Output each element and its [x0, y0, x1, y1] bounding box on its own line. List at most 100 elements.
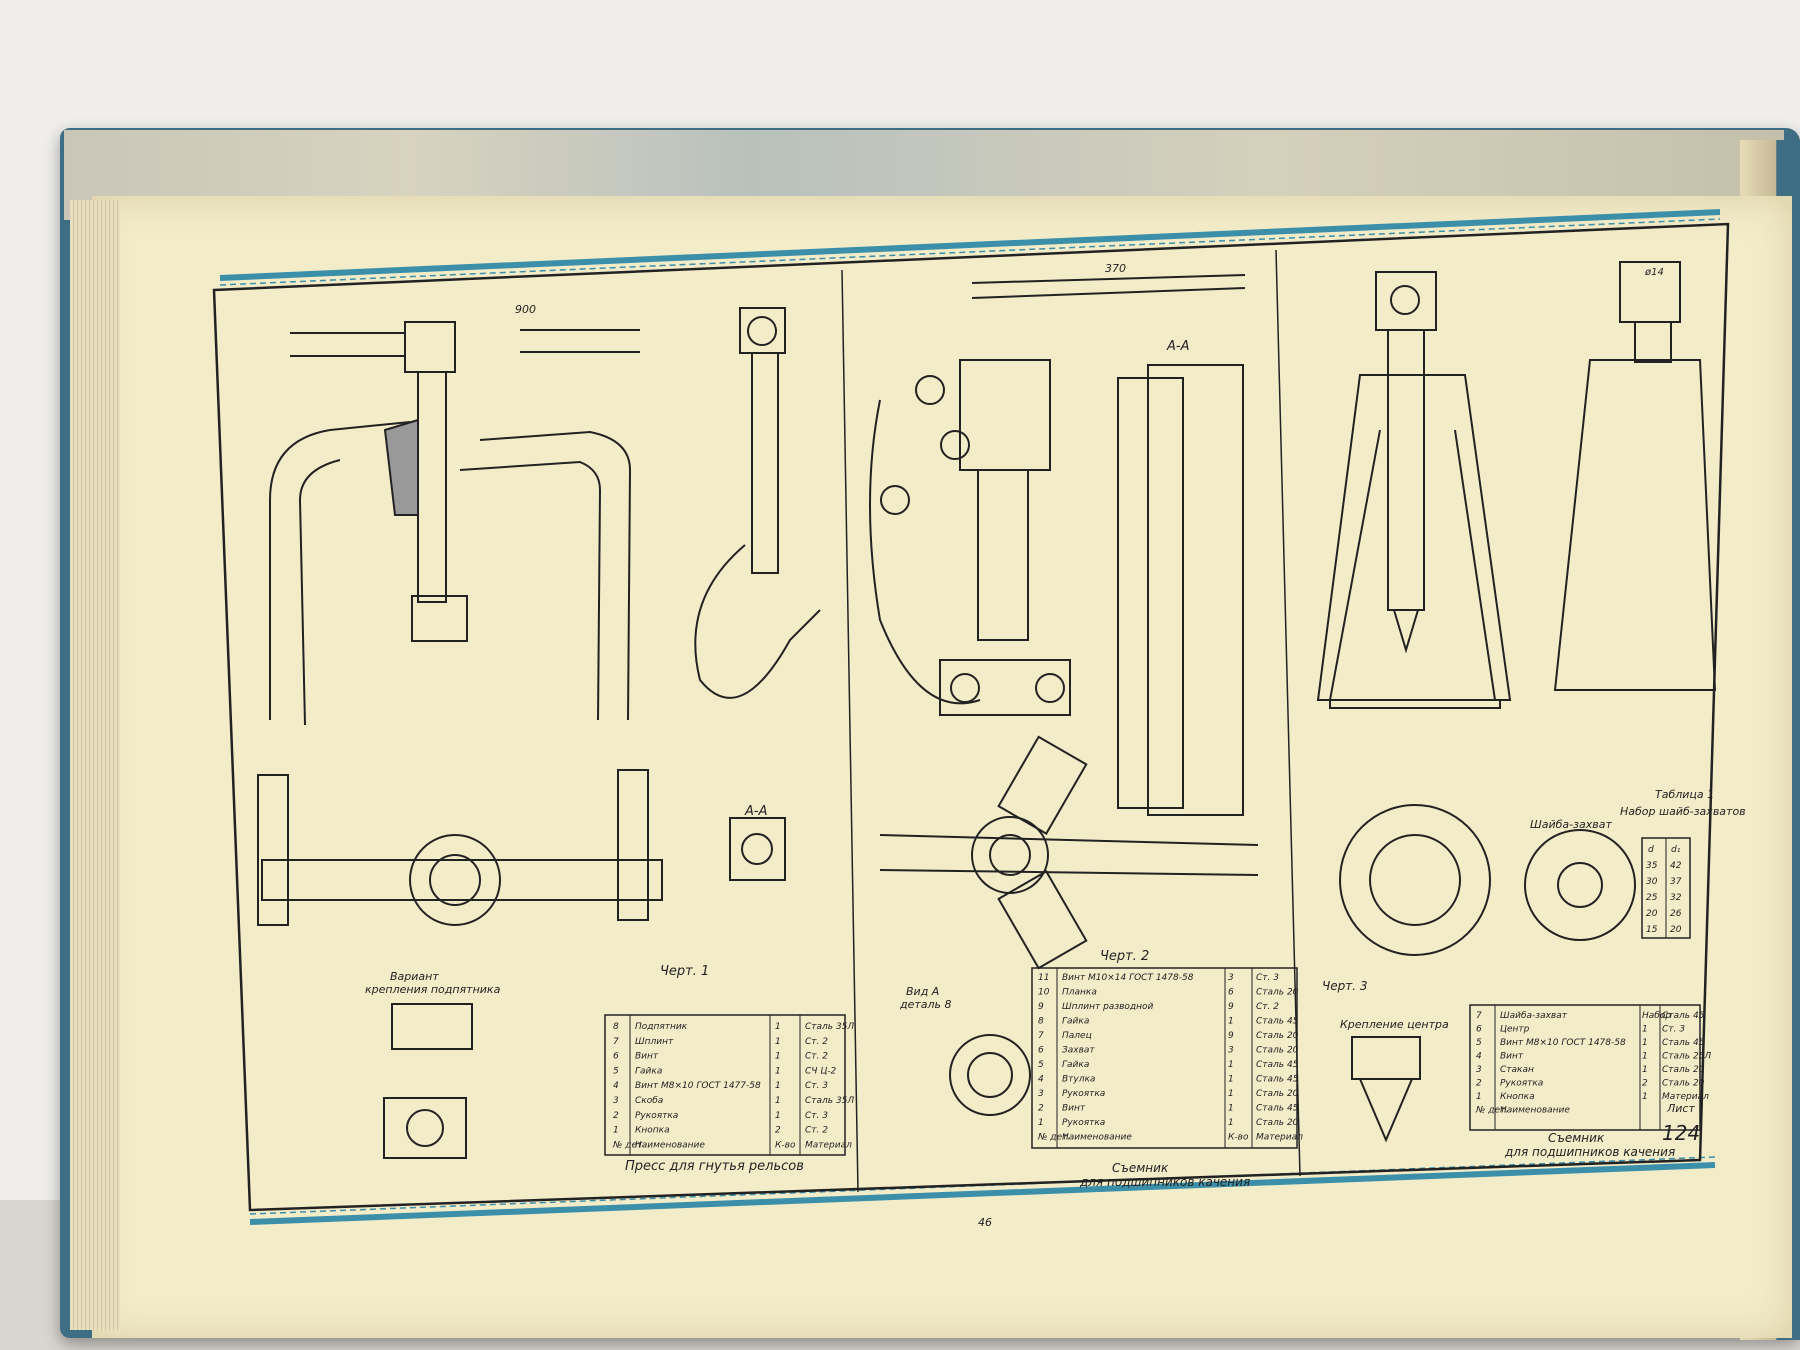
washer-size-table — [1641, 837, 1691, 939]
parts1-name: Рукоятка — [635, 1111, 678, 1121]
set-label: Набор шайб-захватов — [1620, 805, 1746, 818]
parts2-qty: 3 — [1228, 973, 1234, 983]
parts2-name: Втулка — [1062, 1075, 1095, 1085]
parts2-no: 2 — [1038, 1104, 1044, 1114]
parts2-qty: 1 — [1228, 1075, 1234, 1085]
parts1-qty: 1 — [775, 1037, 781, 1047]
parts2-material: Сталь 20 — [1256, 1089, 1299, 1099]
parts2-material: Сталь 45 — [1256, 1060, 1299, 1070]
washer-col-d1: d₁ — [1671, 845, 1681, 855]
parts3-material: Материал — [1662, 1092, 1709, 1102]
parts3-no: № дет. — [1475, 1106, 1508, 1116]
parts1-qty: 2 — [775, 1126, 781, 1136]
parts1-qty: 1 — [775, 1111, 781, 1121]
parts1-material: Ст. 2 — [805, 1126, 828, 1136]
parts3-qty: 1 — [1642, 1065, 1648, 1075]
parts2-no: 10 — [1038, 988, 1050, 998]
parts3-material: Сталь 45 — [1662, 1038, 1705, 1048]
parts3-qty: 1 — [1642, 1052, 1648, 1062]
parts2-material: Материал — [1256, 1133, 1303, 1143]
parts2-name: Винт — [1062, 1104, 1086, 1114]
book-page — [92, 196, 1792, 1338]
drawing-2-caption-1: Съемник — [1112, 1161, 1169, 1175]
section-label-1: А-А — [744, 804, 767, 819]
drawing-2-parts-table — [1031, 967, 1298, 1149]
parts3-no: 5 — [1476, 1038, 1482, 1048]
parts2-name: Планка — [1062, 988, 1097, 998]
parts1-material: Ст. 2 — [805, 1052, 828, 1062]
drawing-2-title: Черт. 2 — [1100, 949, 1149, 964]
parts2-qty: 9 — [1228, 1002, 1234, 1012]
parts2-material: Сталь 20 — [1256, 988, 1299, 998]
parts1-name: Кнопка — [635, 1126, 670, 1136]
page-number: 46 — [978, 1216, 992, 1229]
sheet-label: Лист — [1666, 1102, 1695, 1115]
parts3-no: 3 — [1476, 1065, 1482, 1075]
parts1-material: Сталь 35Л — [805, 1022, 854, 1032]
parts2-name: Захват — [1062, 1046, 1095, 1056]
parts3-material: Ст. 3 — [1662, 1025, 1685, 1035]
drawing-1-caption: Пресс для гнутья рельсов — [625, 1159, 804, 1174]
parts3-no: 1 — [1476, 1092, 1482, 1102]
parts3-qty: 1 — [1642, 1092, 1648, 1102]
washer-col-d: d — [1648, 845, 1654, 855]
parts1-no: 8 — [613, 1022, 619, 1032]
parts2-qty: 3 — [1228, 1046, 1234, 1056]
washer-d1-value: 42 — [1670, 861, 1682, 871]
parts1-material: Материал — [805, 1140, 852, 1150]
washer-label: Шайба-захват — [1530, 818, 1612, 831]
drawing-3-puller — [1316, 261, 1717, 1143]
parts3-name: Шайба-захват — [1500, 1011, 1568, 1021]
parts2-qty: 1 — [1228, 1089, 1234, 1099]
parts1-name: Наименование — [635, 1140, 705, 1150]
parts3-material: Сталь 25Л — [1662, 1052, 1711, 1062]
parts1-no: 5 — [613, 1066, 619, 1076]
parts1-no: 7 — [613, 1037, 619, 1047]
sheet-number: 124 — [1662, 1121, 1700, 1145]
drawing-frame — [212, 222, 1730, 1212]
drawing-1-parts-table — [604, 1014, 846, 1156]
view-label-1: Вид А — [906, 985, 939, 998]
parts2-name: Гайка — [1062, 1060, 1089, 1070]
parts1-no: 3 — [613, 1096, 619, 1106]
parts1-no: 1 — [613, 1126, 619, 1136]
dim-d14: ø14 — [1644, 267, 1664, 278]
washer-d1-value: 37 — [1670, 877, 1682, 887]
parts1-name: Винт — [635, 1052, 659, 1062]
parts3-material: Сталь 20 — [1662, 1065, 1705, 1075]
parts3-name: Стакан — [1500, 1065, 1534, 1075]
parts3-name: Кнопка — [1500, 1092, 1535, 1102]
parts2-qty: 9 — [1228, 1031, 1234, 1041]
parts1-no: 4 — [613, 1081, 619, 1091]
parts2-qty: 1 — [1228, 1118, 1234, 1128]
parts2-name: Шплинт разводной — [1062, 1002, 1154, 1012]
parts2-qty: 1 — [1228, 1104, 1234, 1114]
parts2-no: 8 — [1038, 1017, 1044, 1027]
parts1-material: Сталь 35Л — [805, 1096, 854, 1106]
parts2-material: Ст. 3 — [1256, 973, 1279, 983]
parts1-no: 2 — [613, 1111, 619, 1121]
washer-d-value: 35 — [1646, 861, 1658, 871]
parts2-name: Наименование — [1062, 1133, 1132, 1143]
parts2-no: 5 — [1038, 1060, 1044, 1070]
drawing-3-parts-table — [1469, 1004, 1701, 1131]
drawing-1-press — [257, 307, 821, 1159]
dim-900: 900 — [515, 303, 536, 316]
parts3-material: Сталь 45 — [1662, 1011, 1705, 1021]
parts1-material: Ст. 2 — [805, 1037, 828, 1047]
parts2-material: Сталь 45 — [1256, 1104, 1299, 1114]
parts1-name: Гайка — [635, 1066, 662, 1076]
parts3-no: 7 — [1476, 1011, 1482, 1021]
parts2-no: 6 — [1038, 1046, 1044, 1056]
parts1-qty: К-во — [775, 1140, 796, 1150]
parts1-qty: 1 — [775, 1096, 781, 1106]
parts2-no: 4 — [1038, 1075, 1044, 1085]
drawing-1-title: Черт. 1 — [660, 964, 709, 979]
parts1-qty: 1 — [775, 1052, 781, 1062]
parts2-no: 3 — [1038, 1089, 1044, 1099]
parts2-material: Сталь 45 — [1256, 1017, 1299, 1027]
variant-label-1: Вариант — [390, 970, 439, 983]
parts2-name: Винт М10×14 ГОСТ 1478-58 — [1062, 973, 1194, 983]
